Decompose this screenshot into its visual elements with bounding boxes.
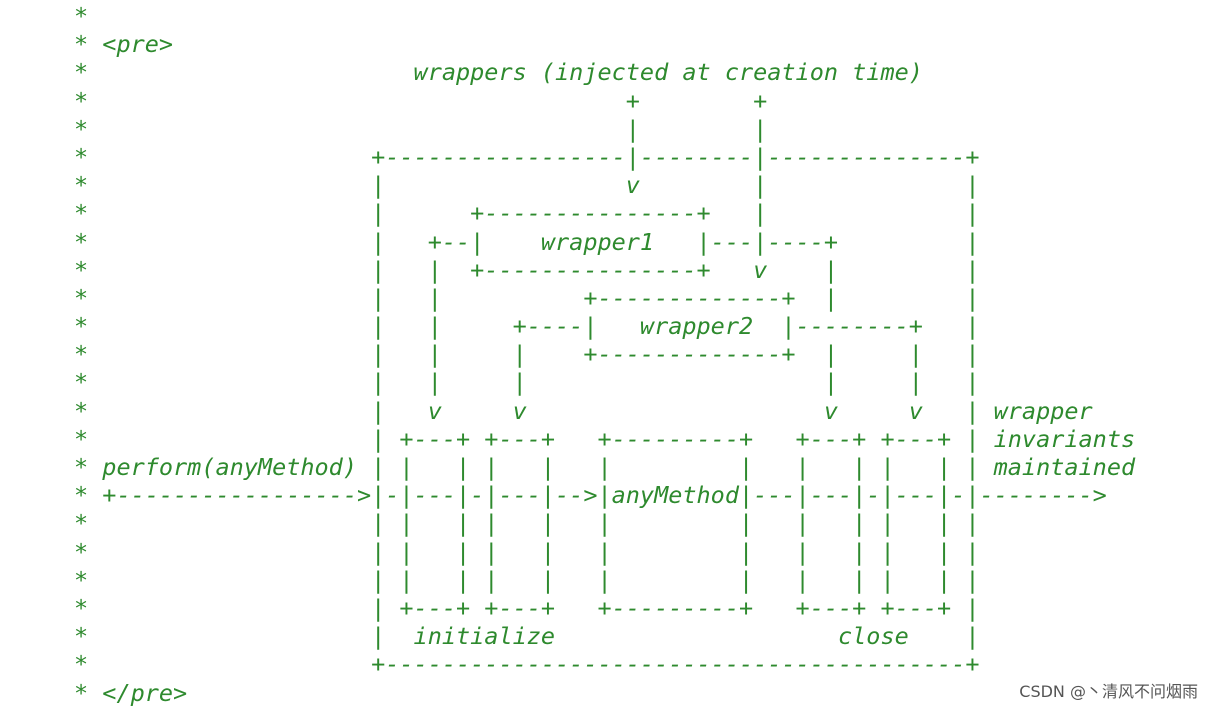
- code-line: * | v v v v | wrapper: [74, 396, 1093, 425]
- code-line: * +-------------------------------------…: [74, 650, 980, 679]
- code-line: * | +---------------+ | |: [74, 199, 980, 228]
- code-line: * | v | |: [74, 171, 980, 200]
- code-line: * | initialize close |: [74, 622, 980, 651]
- code-line: * | | +---------------+ v | |: [74, 255, 980, 284]
- code-line: * | +--| wrapper1 |---|----+ |: [74, 227, 980, 256]
- code-line: * + +: [74, 86, 768, 115]
- code-line: * | | | | | |: [74, 368, 980, 397]
- code-line: * | | | +-------------+ | | |: [74, 340, 980, 369]
- code-line: * </pre>: [74, 678, 188, 707]
- code-line: * | | | | | | | | | | | |: [74, 509, 980, 538]
- code-line: * +-----------------|--------|----------…: [74, 142, 980, 171]
- code-line: * <pre>: [74, 30, 174, 59]
- code-line: * | | +----| wrapper2 |--------+ |: [74, 312, 980, 341]
- watermark: CSDN @丶清风不问烟雨: [1019, 682, 1198, 701]
- code-line: *: [74, 2, 89, 30]
- code-line: * | +---+ +---+ +---------+ +---+ +---+ …: [74, 424, 1136, 453]
- code-line: * | +---+ +---+ +---------+ +---+ +---+ …: [74, 593, 980, 622]
- code-line: * | | +-------------+ | |: [74, 283, 980, 312]
- ascii-diagram: ** <pre>* wrappers (injected at creation…: [74, 2, 1135, 707]
- code-line: * | | | | | | | | | | | |: [74, 565, 980, 594]
- code-line: * | |: [74, 114, 768, 143]
- code-line: * | | | | | | | | | | | |: [74, 537, 980, 566]
- code-line: * perform(anyMethod) | | | | | | | | | |…: [74, 453, 1136, 481]
- code-line: * +----------------->|-|---|-|---|-->|an…: [74, 481, 1107, 510]
- code-line: * wrappers (injected at creation time): [74, 58, 923, 87]
